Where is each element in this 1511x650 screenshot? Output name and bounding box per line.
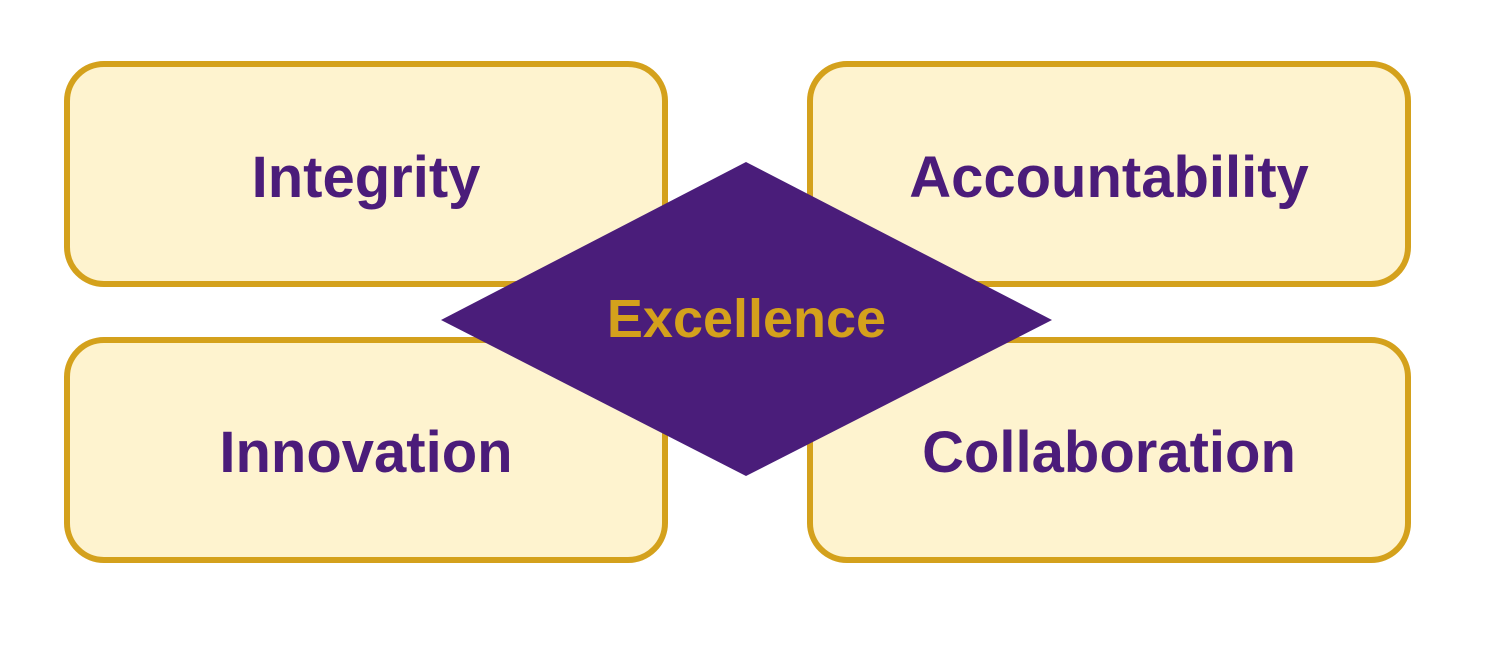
value-label: Collaboration [922, 419, 1296, 485]
value-box-accountability: Accountability [807, 61, 1411, 287]
value-box-integrity: Integrity [64, 61, 668, 287]
center-label-excellence: Excellence [606, 289, 887, 349]
diamond-shape [441, 162, 1052, 476]
value-label: Integrity [251, 144, 481, 210]
value-label: Accountability [909, 144, 1309, 210]
value-box-collaboration: Collaboration [807, 337, 1411, 563]
value-label: Innovation [219, 419, 513, 485]
